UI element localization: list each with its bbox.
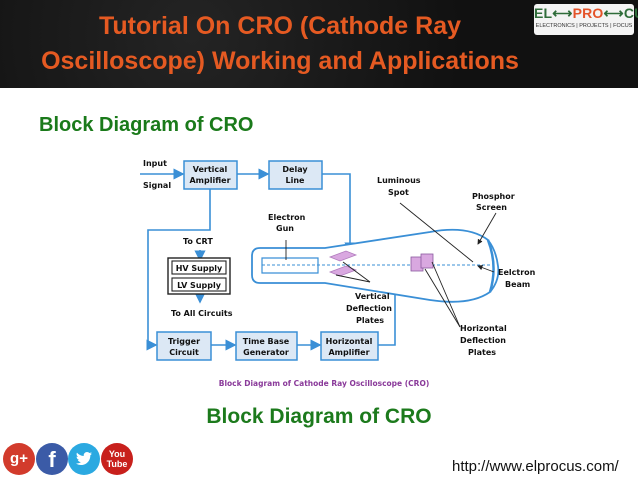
google-plus-icon[interactable]: g+ [3, 443, 35, 475]
banner-title-line-2: Oscilloscope) Working and Applications [41, 47, 519, 75]
cathode-ray-tube [251, 228, 500, 303]
youtube-icon[interactable]: You Tube [101, 443, 133, 475]
horizontal-plates-label-1: Horizontal [460, 324, 507, 333]
twitter-icon[interactable] [68, 443, 100, 475]
input-label-1: Input [143, 159, 167, 168]
vertical-plates-label-2: Deflection [346, 304, 392, 313]
banner-title: Tutorial On CRO (Cathode Ray Oscilloscop… [0, 9, 560, 79]
trigger-circuit-block: Trigger Circuit [156, 331, 212, 361]
vertical-deflection-plates [328, 250, 358, 277]
vertical-plates-label-3: Plates [356, 316, 384, 325]
luminous-spot-label-1: Luminous [377, 176, 421, 185]
electron-beam-label-2: Beam [505, 280, 530, 289]
elprocus-logo[interactable]: EL⟷PRO⟷CUS ELECTRONICS | PROJECTS | FOCU… [534, 4, 638, 35]
banner-title-line-1: Tutorial On CRO (Cathode Ray [98, 12, 462, 40]
time-base-label-1: Time Base [243, 337, 290, 346]
vertical-plates-label-1: Vertical [355, 292, 390, 301]
logo-wordmark: EL⟷PRO⟷CUS [534, 5, 638, 21]
figure-caption: Block Diagram of Cathode Ray Oscilloscop… [219, 379, 430, 388]
time-base-generator-block: Time Base Generator [235, 331, 298, 361]
horizontal-plates-label-2: Deflection [460, 336, 506, 345]
horizontal-plates-label-3: Plates [468, 348, 496, 357]
vertical-amplifier-label-1: Vertical [193, 165, 228, 174]
lv-supply-label: LV Supply [177, 281, 222, 290]
electron-gun-label-1: Electron [268, 213, 306, 222]
horizontal-amplifier-label-2: Amplifier [328, 348, 369, 357]
youtube-label-2: Tube [106, 459, 128, 469]
twitter-bird-icon [76, 452, 92, 465]
logo-tagline: ELECTRONICS | PROJECTS | FOCUS [535, 23, 633, 29]
vertical-amplifier-block: Vertical Amplifier [183, 160, 238, 190]
trigger-circuit-label-1: Trigger [168, 337, 200, 346]
power-supply-block: HV Supply LV Supply [167, 257, 231, 295]
diagram-caption: Block Diagram of CRO [206, 405, 432, 428]
to-crt-label: To CRT [183, 237, 213, 246]
horizontal-deflection-plates [410, 253, 434, 272]
section-heading: Block Diagram of CRO [39, 114, 254, 136]
facebook-icon[interactable]: f [36, 443, 68, 475]
phosphor-screen-label-1: Phosphor [472, 192, 515, 201]
label-pointers [285, 202, 497, 328]
luminous-spot-label-2: Spot [388, 188, 409, 197]
electron-beam-label-1: Eelctron [498, 268, 536, 277]
to-all-circuits-label: To All Circuits [171, 309, 233, 318]
delay-line-block: Delay Line [268, 160, 323, 190]
title-banner: Tutorial On CRO (Cathode Ray Oscilloscop… [0, 0, 638, 88]
electron-gun-label-2: Gun [276, 224, 294, 233]
horizontal-amplifier-block: Horizontal Amplifier [320, 331, 379, 361]
vertical-amplifier-label-2: Amplifier [189, 176, 230, 185]
delay-line-label-2: Line [286, 176, 306, 185]
youtube-label-1: You [108, 449, 126, 459]
website-url[interactable]: http://www.elprocus.com/ [452, 458, 619, 475]
time-base-label-2: Generator [243, 348, 289, 357]
trigger-circuit-label-2: Circuit [169, 348, 199, 357]
input-label-2: Signal [143, 181, 171, 190]
phosphor-screen-label-2: Screen [476, 203, 507, 212]
hv-supply-label: HV Supply [176, 264, 223, 273]
horizontal-amplifier-label-1: Horizontal [326, 337, 373, 346]
delay-line-label-1: Delay [282, 165, 308, 174]
